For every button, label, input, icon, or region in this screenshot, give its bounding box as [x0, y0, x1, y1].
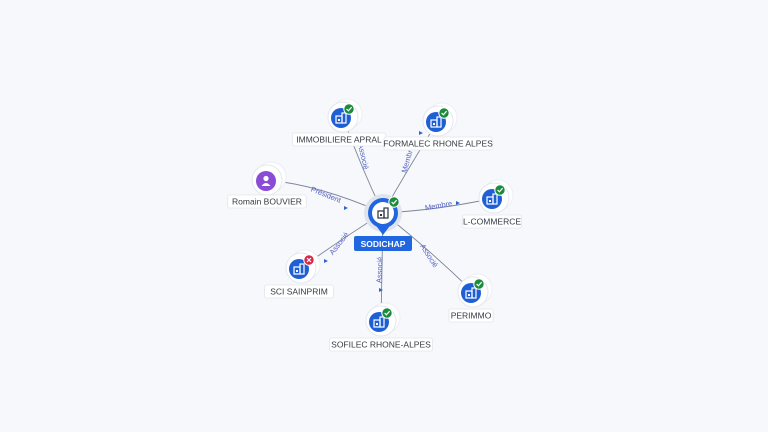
person-icon	[261, 175, 271, 186]
verified-badge-icon	[494, 184, 506, 196]
building-icon	[373, 316, 385, 328]
verified-badge-icon	[388, 196, 400, 208]
center-label: SODICHAP	[361, 239, 406, 249]
node-label: FORMALEC RHONE ALPES	[383, 139, 493, 149]
node-label-box	[462, 214, 522, 229]
verified-badge-icon	[438, 107, 450, 119]
node-formalec[interactable]: FORMALEC RHONE ALPES	[383, 102, 493, 151]
edge-label: Associé	[327, 230, 350, 256]
building-icon	[293, 263, 305, 275]
closed-badge-icon	[303, 254, 315, 266]
building-icon	[430, 116, 442, 128]
node-lcommerce[interactable]: L-COMMERCE	[462, 179, 522, 229]
building-icon	[377, 207, 389, 219]
node-label: IMMOBILIERE APRAL	[296, 135, 382, 145]
node-label-box	[448, 308, 494, 323]
node-immobiliere[interactable]: IMMOBILIERE APRAL	[291, 98, 387, 147]
verified-badge-icon	[473, 278, 485, 290]
verified-badge-icon	[381, 307, 393, 319]
building-icon	[465, 287, 477, 299]
node-perimmo[interactable]: PERIMMO	[448, 273, 494, 323]
node-label: SCI SAINPRIM	[270, 287, 328, 297]
node-label-box	[329, 337, 433, 352]
edge-label: Président	[310, 185, 344, 206]
node-sofilec[interactable]: SOFILEC RHONE-ALPES	[329, 302, 433, 352]
node-label: Romain BOUVIER	[232, 197, 302, 207]
edge-label: Associé	[418, 242, 440, 269]
node-label-box	[227, 194, 307, 209]
verified-badge-icon	[343, 103, 355, 115]
node-label: L-COMMERCE	[463, 217, 521, 227]
node-label-box	[383, 136, 493, 151]
edge-arrow-icon	[419, 131, 423, 135]
node-label: SOFILEC RHONE-ALPES	[331, 340, 431, 350]
edge-arrow-icon	[456, 201, 460, 205]
center-node[interactable]: SODICHAP	[354, 194, 412, 251]
edge-arrow-icon	[324, 259, 328, 263]
center-label-box	[354, 236, 412, 251]
node-scisainprim[interactable]: SCI SAINPRIM	[264, 249, 334, 299]
building-icon	[486, 193, 498, 205]
edge-arrow-icon	[379, 288, 383, 292]
node-label: PERIMMO	[451, 311, 492, 321]
edge-label: Associé	[375, 257, 385, 284]
edge-arrow-icon	[344, 206, 348, 210]
node-label-box	[264, 284, 334, 299]
node-romain[interactable]: Romain BOUVIER	[227, 161, 307, 209]
building-icon	[335, 112, 347, 124]
edge-label: Membre	[424, 199, 453, 213]
